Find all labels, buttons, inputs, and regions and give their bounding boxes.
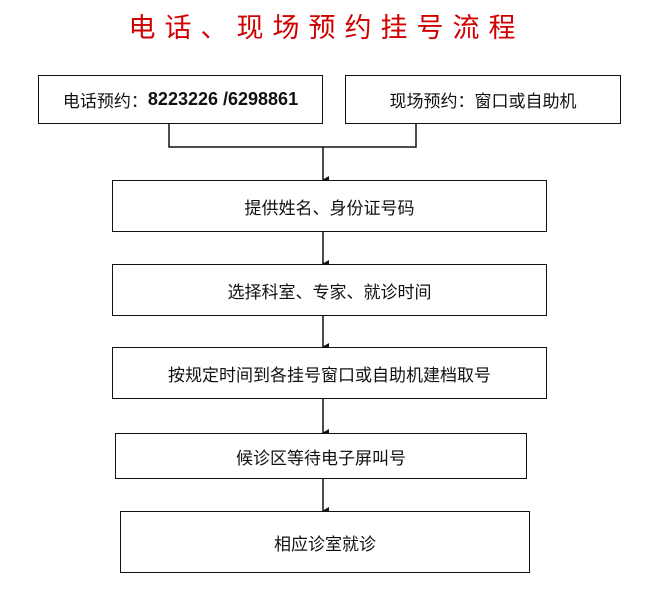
phone-reservation-box: 电话预约： 8223226 /6298861 bbox=[38, 75, 323, 124]
phone-numbers: 8223226 /6298861 bbox=[147, 89, 299, 109]
step-label: 提供姓名、身份证号码 bbox=[244, 198, 415, 219]
phone-reservation-label: 电话预约： bbox=[62, 92, 148, 112]
step-2-box: 选择科室、专家、就诊时间 bbox=[112, 264, 547, 316]
step-label: 相应诊室就诊 bbox=[274, 534, 376, 555]
step-label: 按规定时间到各挂号窗口或自助机建档取号 bbox=[168, 365, 491, 386]
step-5-box: 相应诊室就诊 bbox=[120, 511, 530, 573]
merge-line bbox=[168, 123, 417, 148]
onsite-reservation-label: 现场预约：窗口或自助机 bbox=[389, 92, 577, 112]
flowchart-title: 电话、现场预约挂号流程 bbox=[128, 13, 525, 44]
step-3-box: 按规定时间到各挂号窗口或自助机建档取号 bbox=[112, 347, 547, 399]
step-label: 选择科室、专家、就诊时间 bbox=[227, 282, 432, 303]
onsite-reservation-box: 现场预约：窗口或自助机 bbox=[345, 75, 621, 124]
step-label: 候诊区等待电子屏叫号 bbox=[236, 448, 406, 469]
step-4-box: 候诊区等待电子屏叫号 bbox=[115, 433, 527, 479]
step-1-box: 提供姓名、身份证号码 bbox=[112, 180, 547, 232]
